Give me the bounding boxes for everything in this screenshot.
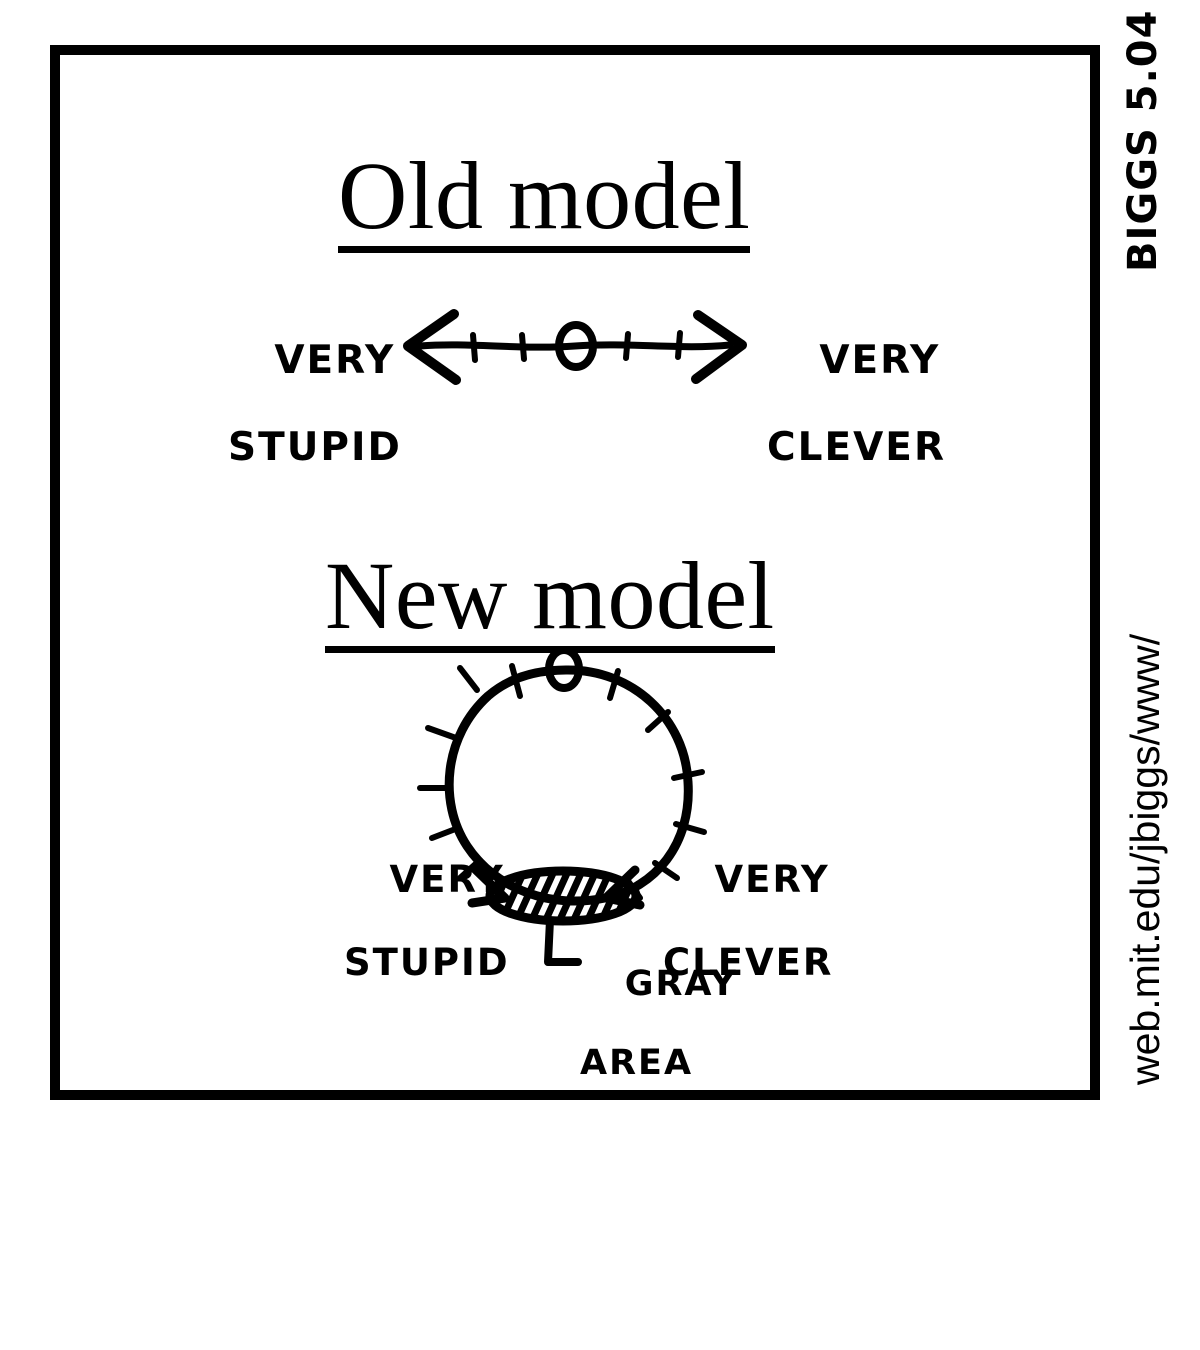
circle-tick-6 <box>652 860 680 881</box>
scale-center-marker <box>555 321 597 371</box>
circle-tick-5 <box>673 821 707 835</box>
old-model-heading: Old model <box>338 148 751 253</box>
circle-top-marker <box>545 646 583 692</box>
circle-left-arrowhead <box>467 864 510 908</box>
scale-right-arrowhead <box>691 310 747 384</box>
old-model-heading-text: Old model <box>338 148 751 253</box>
gray-area-ellipse <box>485 866 641 926</box>
new-model-right-label: VERY CLEVER <box>655 818 833 1067</box>
scale-tick-2 <box>519 332 527 362</box>
circle-tick-4 <box>671 769 705 781</box>
new-model-right-label-line2: CLEVER <box>663 941 834 985</box>
circle-tick-1 <box>509 663 523 699</box>
old-model-left-label: VERY STUPID <box>212 295 402 557</box>
new-model-left-label-line1: VERY <box>389 858 505 902</box>
old-model-right-label-line2: CLEVER <box>767 425 946 471</box>
scale-axis-line <box>416 341 734 351</box>
new-model-circle-diagram <box>417 646 707 966</box>
new-model-left-label: VERY STUPID <box>330 818 510 1067</box>
gray-area-callout-label: GRAY AREA <box>568 926 738 1161</box>
scale-tick-4 <box>675 330 683 360</box>
old-model-scale-diagram <box>403 309 747 385</box>
old-model-left-label-line2: STUPID <box>228 425 402 471</box>
circle-tick-11 <box>457 857 483 881</box>
new-model-right-label-line1: VERY <box>714 858 830 902</box>
circle-tick-8 <box>425 725 459 741</box>
scale-tick-1 <box>470 332 478 363</box>
scale-left-arrowhead <box>403 309 461 385</box>
gray-area-leader-line <box>544 916 582 966</box>
gray-area-callout-line1: GRAY <box>624 964 738 1005</box>
circle-tick-3 <box>645 709 671 733</box>
scale-tick-3 <box>623 331 631 361</box>
source-url-text: web.mit.edu/jbiggs/www/ <box>1122 633 1168 1085</box>
credit-text: BIGGS 5.04 <box>1120 9 1166 272</box>
new-model-heading: New model <box>325 548 775 653</box>
old-model-right-label-line1: VERY <box>819 337 941 383</box>
new-model-heading-text: New model <box>325 548 775 653</box>
circle-tick-2 <box>607 668 621 701</box>
gray-area-callout-line2: AREA <box>580 1042 694 1083</box>
old-model-left-label-line1: VERY <box>274 337 396 383</box>
circle-tick-10 <box>429 825 461 841</box>
old-model-right-label: VERY CLEVER <box>757 295 946 557</box>
new-model-left-label-line2: STUPID <box>344 941 510 985</box>
circle-tick-7 <box>457 665 480 693</box>
